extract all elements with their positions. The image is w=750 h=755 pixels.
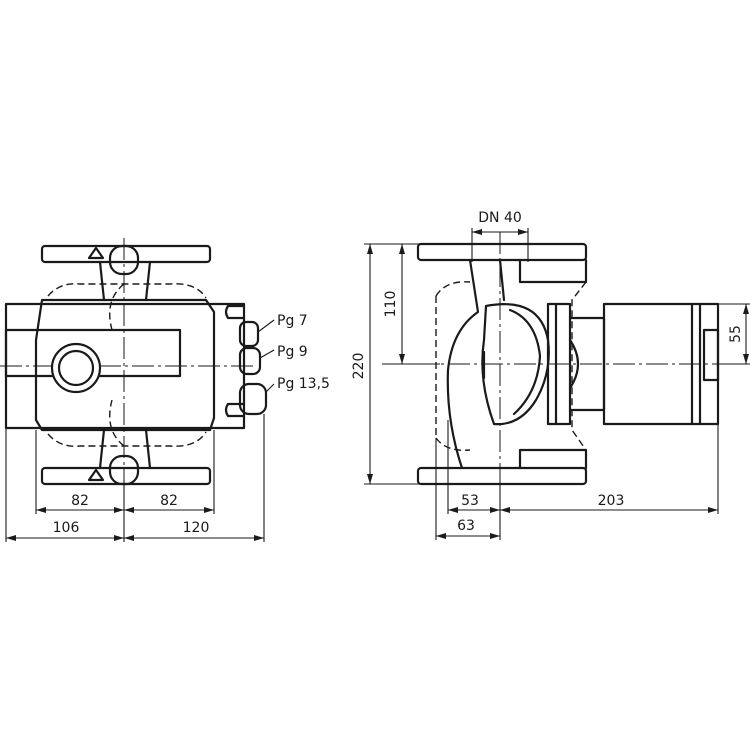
side-motor-terminal bbox=[702, 328, 720, 382]
gland-pg13-body bbox=[238, 382, 268, 416]
dim-label-front-106: 106 bbox=[53, 520, 80, 536]
gland-pg7-body bbox=[238, 320, 260, 348]
side-top-flange-collar bbox=[518, 258, 588, 284]
dim-label-front-82-right: 82 bbox=[160, 493, 178, 509]
front-control-knob-inner bbox=[57, 349, 95, 387]
gland-label-pg7: Pg 7 bbox=[277, 313, 308, 329]
front-top-flange bbox=[40, 244, 212, 264]
gland-label-pg9: Pg 9 bbox=[277, 344, 308, 360]
gland-pg7-leader bbox=[257, 319, 275, 333]
side-adapter-curve bbox=[568, 338, 580, 390]
side-coupling-plate bbox=[546, 302, 572, 426]
gland-pg9-leader bbox=[259, 349, 275, 359]
side-bottom-flange-collar bbox=[518, 448, 588, 470]
side-hidden-housing bbox=[435, 281, 587, 451]
front-hidden-volute bbox=[47, 283, 207, 447]
dim-label-front-120: 120 bbox=[183, 520, 210, 536]
gland-pg13-leader bbox=[265, 383, 275, 393]
dim-arrows-front-82-right bbox=[124, 507, 214, 513]
side-impeller-curve bbox=[508, 308, 542, 416]
front-hidden-channel bbox=[109, 283, 125, 447]
front-top-neck bbox=[98, 260, 152, 302]
dim-label-dn40: DN 40 bbox=[478, 210, 522, 226]
dim-label-203: 203 bbox=[598, 493, 625, 509]
side-top-flange bbox=[416, 242, 588, 262]
gland-label-pg13: Pg 13,5 bbox=[277, 376, 330, 392]
dim-label-220: 220 bbox=[351, 353, 367, 380]
front-top-flange-port bbox=[108, 244, 140, 276]
dim-label-53: 53 bbox=[461, 493, 479, 509]
front-gland-slot-1 bbox=[224, 304, 246, 320]
front-view: Pg 7 Pg 9 Pg 13,5 82 82 106 120 bbox=[0, 238, 330, 542]
side-housing-top-edge bbox=[498, 258, 506, 302]
side-housing-left-contour bbox=[446, 258, 480, 470]
gland-pg9-body bbox=[238, 346, 262, 376]
side-view: DN 40 220 110 55 53 203 63 bbox=[351, 210, 750, 540]
front-bottom-flow-arrow-icon bbox=[87, 468, 105, 482]
dim-label-110: 110 bbox=[383, 291, 399, 318]
front-gland-slot-4 bbox=[224, 402, 246, 418]
dim-arrows-front-82-left bbox=[36, 507, 124, 513]
dim-label-front-82-left: 82 bbox=[71, 493, 89, 509]
side-volute bbox=[481, 303, 550, 426]
side-bottom-flange bbox=[416, 466, 588, 486]
dim-label-55: 55 bbox=[728, 325, 744, 343]
dim-label-63: 63 bbox=[457, 518, 475, 534]
front-bottom-flange bbox=[40, 466, 212, 486]
front-bottom-neck bbox=[98, 428, 152, 470]
front-top-flow-arrow-icon bbox=[87, 246, 105, 260]
